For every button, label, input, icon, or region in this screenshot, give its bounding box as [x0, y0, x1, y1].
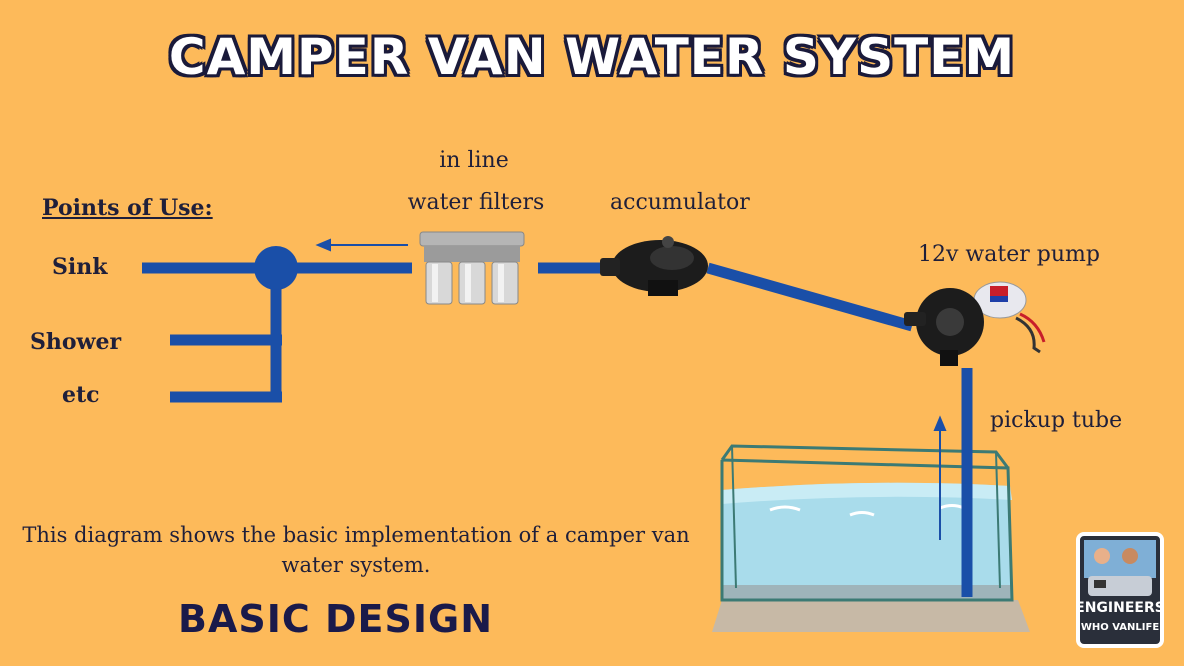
filters-label-line2: water filters — [407, 190, 545, 215]
point-of-use-shower: Shower — [30, 329, 122, 355]
accumulator-label: accumulator — [610, 190, 750, 215]
pickup-tube-label: pickup tube — [990, 408, 1123, 433]
page-title: CAMPER VAN WATER SYSTEM — [168, 28, 1016, 86]
description: This diagram shows the basic implementat… — [22, 523, 690, 577]
flow-arrow-left — [315, 238, 408, 252]
filters-label-line1: in line — [439, 148, 509, 173]
pipe-accumulator-pump — [706, 262, 914, 332]
logo: ENGINEERS WHO VANLIFE — [1075, 532, 1165, 648]
logo-line2: WHO VANLIFE — [1081, 622, 1159, 633]
point-of-use-etc: etc — [62, 382, 100, 408]
logo-line1: ENGINEERS — [1075, 600, 1165, 616]
water-tank — [712, 444, 1030, 632]
points-of-use-heading: Points of Use: — [42, 195, 213, 221]
water-pump-icon — [904, 281, 1046, 366]
water-filters-icon — [419, 231, 525, 305]
accumulator-icon — [600, 236, 708, 296]
pump-label: 12v water pump — [918, 242, 1100, 267]
manifold-junction — [254, 246, 298, 290]
basic-design-badge: BASIC DESIGN — [178, 597, 493, 641]
flow-arrow-up — [933, 415, 947, 540]
point-of-use-sink: Sink — [52, 254, 108, 280]
